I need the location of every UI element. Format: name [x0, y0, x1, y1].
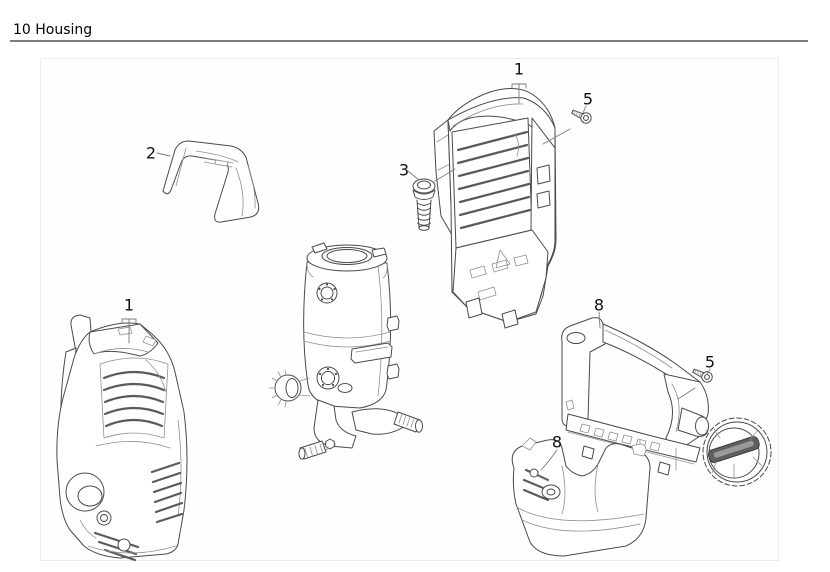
- part-rear-housing: [433, 88, 557, 329]
- part-rotary-cap: [702, 417, 772, 487]
- callout-leaders: [121, 83, 711, 471]
- cap-brand-band: [707, 436, 760, 463]
- title-rule: [10, 40, 808, 42]
- part-bottom-cover: [511, 437, 651, 557]
- part-carrying-handle: [162, 140, 260, 223]
- part-screw-top: [571, 109, 592, 124]
- page-title: 10 Housing: [13, 22, 93, 38]
- callout-2-handle: 2: [145, 143, 157, 163]
- callout-5-screw-right: 5: [704, 352, 716, 372]
- part-screw-right: [692, 368, 713, 383]
- callout-8-bottom-cover: 8: [551, 432, 563, 452]
- part-upper-bracket: [561, 317, 709, 476]
- callout-5-screw-top: 5: [582, 89, 594, 109]
- callout-1-front-housing: 1: [123, 295, 135, 315]
- part-front-housing: [56, 314, 188, 562]
- callout-3-screw: 3: [398, 160, 410, 180]
- part-pump-motor-assembly: [268, 242, 423, 460]
- part-screw-front: [412, 178, 436, 231]
- diagram-frame: [40, 58, 779, 561]
- callout-8-upper-bracket: 8: [593, 295, 605, 315]
- callout-1-rear-housing: 1: [513, 59, 525, 79]
